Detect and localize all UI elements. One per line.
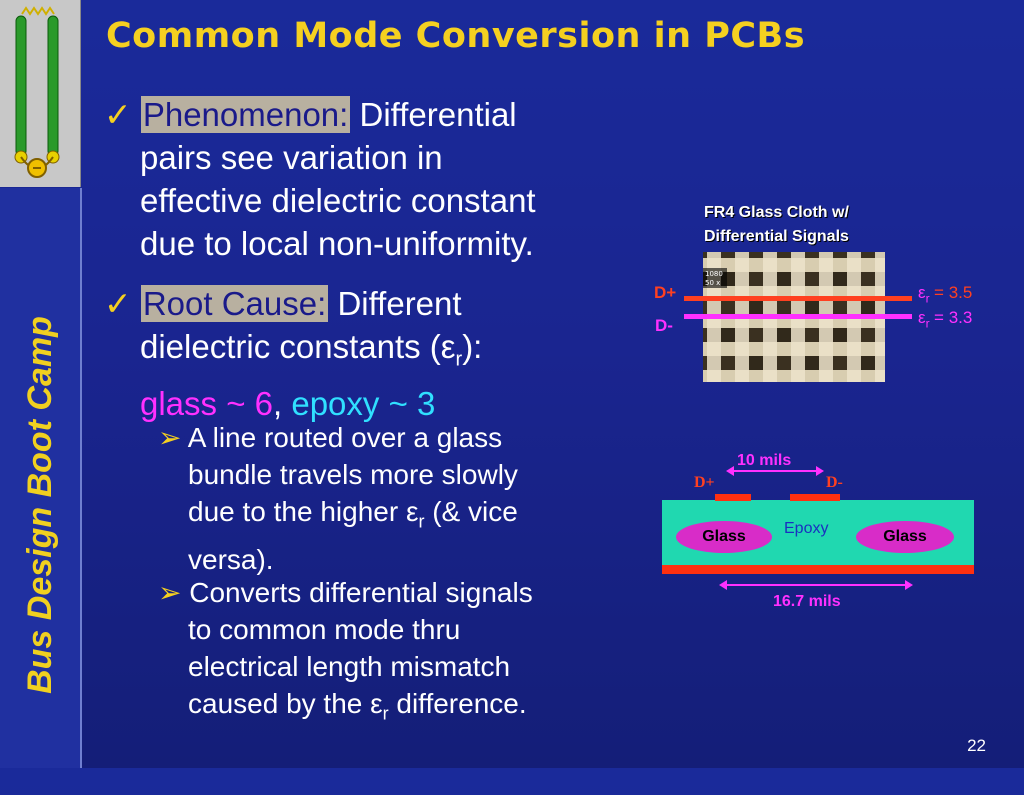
bullet-phenomenon: ✓ Phenomenon: Differential pairs see var… [104, 93, 644, 265]
logo [0, 0, 81, 187]
er-plus-value: εr = 3.5 [918, 283, 972, 305]
er-minus-text: = 3.3 [934, 308, 973, 327]
xsec-d-minus-label: D- [826, 474, 843, 491]
figure-title-line-2: Differential Signals [704, 228, 849, 245]
side-banner-text: Bus Design Boot Camp [21, 316, 59, 694]
sub2-line-4-suffix: difference. [388, 688, 527, 719]
width-arrow-icon [719, 580, 913, 590]
checkmark-icon: ✓ [104, 285, 132, 322]
root-cause-label: Root Cause: [140, 285, 329, 322]
root-cause-line-3: glass ~ 6, epoxy ~ 3 [140, 384, 436, 422]
arrow-bullet-icon: ➢ [158, 577, 182, 608]
d-minus-trace [684, 314, 912, 319]
sub1-line-4: versa). [188, 543, 274, 575]
phenomenon-line-2: pairs see variation in [140, 139, 443, 176]
phenomenon-line-1: Differential [359, 96, 517, 133]
d-plus-trace [684, 296, 912, 301]
sub1-line-3-prefix: due to the higher [188, 496, 406, 527]
phenomenon-label: Phenomenon: [140, 96, 351, 133]
bullet-root-cause: ✓ Root Cause: Different dielectric const… [104, 282, 644, 425]
page-number: 22 [967, 736, 986, 755]
d-plus-conductor [715, 494, 751, 501]
d-plus-label: D+ [654, 283, 677, 302]
sub1-line-3: due to the higher εr (& vice [158, 493, 628, 541]
figure-title-line-1: FR4 Glass Cloth w/ [704, 204, 849, 221]
glass-bundle-right: Glass [856, 521, 954, 553]
sub1-line-3-suffix: (& vice [424, 496, 518, 527]
spacing-label: 10 mils [737, 452, 792, 469]
glass-bundle-left: Glass [676, 521, 772, 553]
glass-value: glass ~ 6 [140, 384, 273, 422]
side-band [0, 188, 82, 768]
phenomenon-line-3: effective dielectric constant [140, 182, 536, 219]
photo-tag-2: 50 x [705, 279, 720, 287]
checkmark-icon: ✓ [104, 96, 132, 133]
epsilon-r-symbol: εr [405, 496, 425, 532]
er-plus-text: = 3.5 [934, 283, 973, 302]
sub2-line-4-prefix: caused by the [188, 688, 371, 719]
d-minus-conductor [790, 494, 840, 501]
spacing-arrow-icon [726, 466, 824, 476]
root-cause-line-2-suffix: ): [462, 328, 483, 365]
slide-title: Common Mode Conversion in PCBs [106, 16, 806, 56]
root-cause-line-1: Different [337, 285, 462, 322]
epsilon-r-symbol: εr [440, 328, 463, 371]
photo-tag-1: 1080 [705, 270, 723, 278]
epsilon-r-symbol: εr [918, 308, 930, 331]
xsec-d-plus-label: D+ [694, 474, 715, 491]
phenomenon-line-4: due to local non-uniformity. [140, 225, 534, 262]
sub2-line-2: to common mode thru [188, 614, 461, 645]
sub2-line-3: electrical length mismatch [188, 651, 511, 682]
root-cause-line-2: dielectric constants (εr): [104, 325, 644, 382]
sub-bullet-converts: ➢ Converts differential signals to commo… [158, 574, 628, 733]
arrow-bullet-icon: ➢ [158, 422, 182, 453]
sub-bullet-glass-bundle: ➢ A line routed over a glass bundle trav… [158, 419, 628, 578]
root-cause-line-2-prefix: dielectric constants ( [140, 328, 441, 365]
sub1-line-1: A line routed over a glass [187, 422, 503, 453]
sub1-line-2: bundle travels more slowly [188, 459, 518, 490]
er-minus-value: εr = 3.3 [918, 308, 972, 330]
epsilon-r-symbol: εr [370, 688, 389, 724]
width-label: 16.7 mils [773, 593, 841, 610]
epoxy-value: epoxy ~ 3 [291, 384, 436, 422]
sub2-line-4: caused by the εr difference. [158, 685, 628, 733]
epoxy-label: Epoxy [784, 520, 829, 537]
epsilon-r-symbol: εr [918, 283, 930, 306]
differential-pair-logo-icon [14, 6, 60, 178]
sub2-line-1: Converts differential signals [189, 577, 533, 608]
d-minus-label: D- [655, 316, 673, 335]
ground-plane [662, 565, 974, 574]
